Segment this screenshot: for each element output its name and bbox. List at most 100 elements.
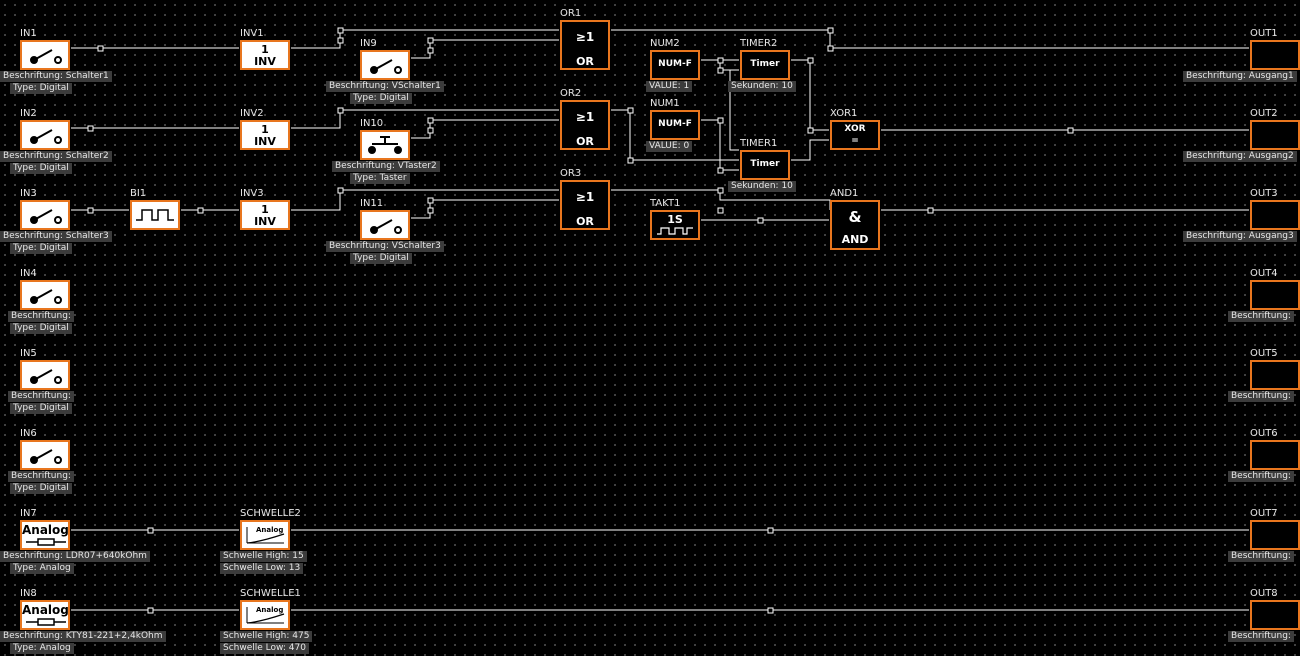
type: Type: Digital [10,403,72,414]
switch-icon[interactable] [20,40,70,70]
inverter-body[interactable]: 1 INV [240,120,290,150]
wire-node[interactable] [717,167,724,174]
and-body[interactable]: & AND [830,200,880,250]
wire-node[interactable] [87,207,94,214]
inv-label: INV [254,135,276,148]
wire-node[interactable] [337,107,344,114]
inverter-body[interactable]: 1 INV [240,200,290,230]
wire-node[interactable] [757,217,764,224]
switch-icon[interactable] [20,120,70,150]
wire-node[interactable] [97,45,104,52]
switch-icon[interactable] [20,200,70,230]
wire-node[interactable] [427,117,434,124]
caption: Beschriftung: LDR07+640kOhm [0,551,150,562]
block-name: OUT2 [1250,108,1278,119]
switch-icon[interactable] [20,280,70,310]
timer-label: Timer [750,159,780,169]
switch-icon[interactable] [360,210,410,240]
block-name: IN8 [20,588,37,599]
or-label: OR [576,215,594,228]
num-body[interactable]: NUM-F [650,50,700,80]
wire-node[interactable] [427,47,434,54]
wire [291,189,559,211]
caption: Beschriftung: VSchalter1 [326,81,444,92]
wire-node[interactable] [717,187,724,194]
high: Schwelle High: 475 [220,631,313,642]
caption: Beschriftung: Schalter2 [0,151,112,162]
wire-node[interactable] [427,127,434,134]
timer-body[interactable]: Timer [740,150,790,180]
clock-label: 1S [667,213,683,226]
output-lamp[interactable] [1250,200,1300,230]
wire-node[interactable] [337,27,344,34]
wire-node[interactable] [1067,127,1074,134]
or-label: OR [576,135,594,148]
wire-node[interactable] [807,57,814,64]
block-name: OUT6 [1250,428,1278,439]
block-name: SCHWELLE2 [240,508,301,519]
output-lamp[interactable] [1250,440,1300,470]
wire-node[interactable] [337,187,344,194]
threshold-body[interactable]: Analog [240,600,290,630]
switch-icon[interactable] [20,360,70,390]
output-lamp[interactable] [1250,40,1300,70]
block-name: IN10 [360,118,384,129]
output-lamp[interactable] [1250,280,1300,310]
block-name: SCHWELLE1 [240,588,301,599]
output-lamp[interactable] [1250,520,1300,550]
or-gate-body[interactable]: ≥1 OR [560,100,610,150]
wire-node[interactable] [767,607,774,614]
caption: Beschriftung: [1228,551,1294,562]
switch-icon[interactable] [20,440,70,470]
inv-symbol: 1 [261,123,269,136]
wire-node[interactable] [427,197,434,204]
wire-node[interactable] [427,37,434,44]
wire-node[interactable] [807,127,814,134]
num-body[interactable]: NUM-F [650,110,700,140]
high: Schwelle High: 15 [220,551,307,562]
output-lamp[interactable] [1250,600,1300,630]
wire-node[interactable] [627,107,634,114]
inv-label: INV [254,55,276,68]
wire-node[interactable] [827,27,834,34]
or-gate-body[interactable]: ≥1 OR [560,20,610,70]
block-name: IN7 [20,508,37,519]
timer-body[interactable]: Timer [740,50,790,80]
wire-node[interactable] [717,207,724,214]
wire [701,119,739,171]
wire-node[interactable] [717,117,724,124]
wire-node[interactable] [927,207,934,214]
wire-node[interactable] [717,67,724,74]
type: Type: Digital [10,483,72,494]
pulse-icon[interactable] [130,200,180,230]
caption: Beschriftung: [1228,631,1294,642]
wire-node[interactable] [717,57,724,64]
output-lamp[interactable] [1250,120,1300,150]
block-name: OUT8 [1250,588,1278,599]
block-name: BI1 [130,188,147,199]
wire-node[interactable] [337,37,344,44]
analog-sensor-icon[interactable]: Analog [20,520,70,550]
wire-node[interactable] [147,607,154,614]
block-name: IN1 [20,28,37,39]
pushbutton-icon[interactable] [360,130,410,160]
wire-node[interactable] [197,207,204,214]
wire-node[interactable] [427,207,434,214]
analog-sensor-icon[interactable]: Analog [20,600,70,630]
inverter-body[interactable]: 1 INV [240,40,290,70]
wire-node[interactable] [87,125,94,132]
output-lamp[interactable] [1250,360,1300,390]
xor-body[interactable]: XOR = [830,120,880,150]
wire-node[interactable] [147,527,154,534]
or-gate-body[interactable]: ≥1 OR [560,180,610,230]
block-name: IN4 [20,268,37,279]
block-name: TIMER2 [740,38,778,49]
wire [291,109,559,129]
block-name: INV1 [240,28,264,39]
clock-body[interactable]: 1S [650,210,700,240]
wire-node[interactable] [827,45,834,52]
switch-icon[interactable] [360,50,410,80]
threshold-body[interactable]: Analog [240,520,290,550]
wire-node[interactable] [767,527,774,534]
wire-node[interactable] [627,157,634,164]
